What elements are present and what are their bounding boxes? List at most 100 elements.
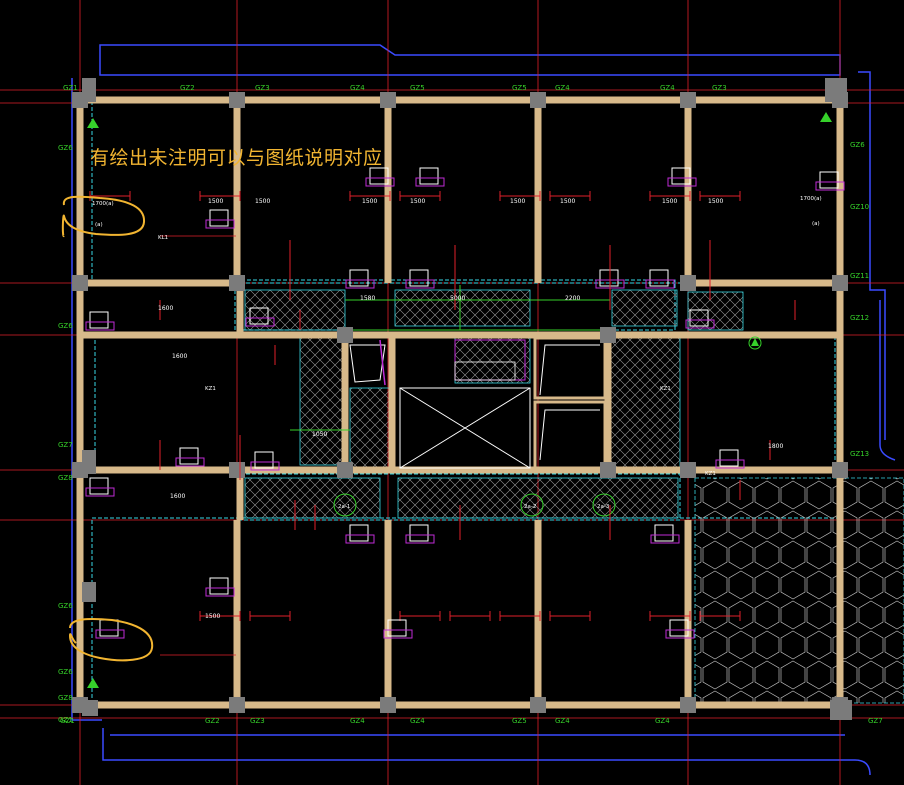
column-tag: GZ4	[350, 717, 365, 725]
small-label: 2a-3	[597, 504, 610, 510]
dimension-label: 1600	[158, 305, 173, 312]
column-tag: GZ10	[850, 203, 869, 211]
fixture-symbol	[369, 167, 389, 185]
fixture-symbol	[349, 269, 369, 287]
column-tag: GZ12	[850, 314, 869, 322]
column	[830, 700, 852, 720]
column-tag: GZ4	[555, 84, 570, 92]
column-tag: GZ3	[712, 84, 727, 92]
fixture-base	[650, 534, 680, 544]
dimension-label: 1500	[510, 198, 525, 205]
column	[600, 327, 616, 343]
column-tag: GZ5	[512, 84, 527, 92]
column	[82, 700, 98, 716]
small-label: 2a-2	[524, 504, 536, 510]
fixture-base	[815, 181, 845, 191]
dimension-label: 1580	[360, 295, 375, 302]
fixture-symbol	[249, 307, 269, 325]
dimension-label: 1050	[312, 431, 327, 438]
fixture-symbol	[179, 447, 199, 465]
fixture-base	[85, 321, 115, 331]
fixture-base	[250, 461, 280, 471]
dimension-label: 1500	[662, 198, 677, 205]
green-lines	[290, 285, 616, 517]
hatched-zones	[244, 289, 744, 519]
fixture-base	[345, 534, 375, 544]
fixture-base	[205, 219, 235, 229]
dimension-label: 1500	[410, 198, 425, 205]
column-tag: GZ8	[58, 694, 73, 702]
dimension-label: 1600	[172, 353, 187, 360]
small-label: (a)	[95, 222, 103, 228]
fixture-base	[365, 177, 395, 187]
column	[337, 462, 353, 478]
fixture-base	[175, 457, 205, 467]
column-tag: GZ1	[58, 716, 73, 724]
small-label: 1700(a)	[800, 196, 822, 202]
column	[680, 275, 696, 291]
dimension-label: 1500	[255, 198, 270, 205]
fixture-symbol	[409, 524, 429, 542]
fixture-base	[205, 587, 235, 597]
columns	[72, 78, 852, 720]
highlight-circles	[61, 195, 154, 662]
fixture-symbol	[689, 309, 709, 327]
column-tag: GZ6	[58, 322, 73, 330]
outer-boundary	[71, 44, 896, 776]
column	[600, 462, 616, 478]
fixture-symbol	[669, 619, 689, 637]
fixture-symbol	[349, 524, 369, 542]
dimension-label: 1500	[205, 613, 220, 620]
column-tag: GZ13	[850, 450, 869, 458]
fixture-base	[405, 279, 435, 289]
column-tag: GZ7	[58, 441, 73, 449]
column	[337, 327, 353, 343]
column-tag: GZ7	[868, 717, 883, 725]
fixture-base	[95, 629, 125, 639]
fixture-symbol	[89, 311, 109, 329]
column	[380, 92, 396, 108]
fixture-symbol	[649, 269, 669, 287]
dimension-label: 1500	[560, 198, 575, 205]
dimension-label: 5000	[450, 295, 465, 302]
fixture-symbol	[89, 477, 109, 495]
small-label: KZ1	[705, 471, 716, 477]
fixture-symbol	[654, 524, 674, 542]
column-tag: GZ6	[58, 668, 73, 676]
fixture-symbol	[409, 269, 429, 287]
dimension-label: 1500	[708, 198, 723, 205]
fixture-base	[665, 629, 695, 639]
dimension-label: 1600	[170, 493, 185, 500]
column-tag: GZ4	[350, 84, 365, 92]
dimension-label: 1500	[208, 198, 223, 205]
fixture-base	[345, 279, 375, 289]
column	[680, 697, 696, 713]
fixture-base	[645, 279, 675, 289]
small-label: 2a-1	[338, 504, 350, 510]
column	[229, 92, 245, 108]
column	[229, 462, 245, 478]
fixture-base	[715, 459, 745, 469]
north-marker-icon	[87, 112, 832, 688]
walls	[76, 96, 844, 709]
column-tag: GZ4	[660, 84, 675, 92]
fixture-symbol	[671, 167, 691, 185]
fixture-base	[667, 177, 697, 187]
column-tag: GZ2	[180, 84, 195, 92]
column	[82, 582, 96, 602]
annotation-text: 有绘出未注明可以与图纸说明对应	[90, 147, 383, 169]
column	[530, 92, 546, 108]
column-tag: GZ5	[410, 84, 425, 92]
dimension-label: 1800	[768, 443, 783, 450]
column	[82, 450, 96, 474]
column	[530, 697, 546, 713]
column	[72, 275, 88, 291]
fixture-symbol	[419, 167, 439, 185]
column-tag: GZ3	[250, 717, 265, 725]
annotation-marks	[85, 167, 845, 656]
column	[832, 462, 848, 478]
small-label: KL1	[158, 235, 168, 241]
column-tag: GZ3	[255, 84, 270, 92]
